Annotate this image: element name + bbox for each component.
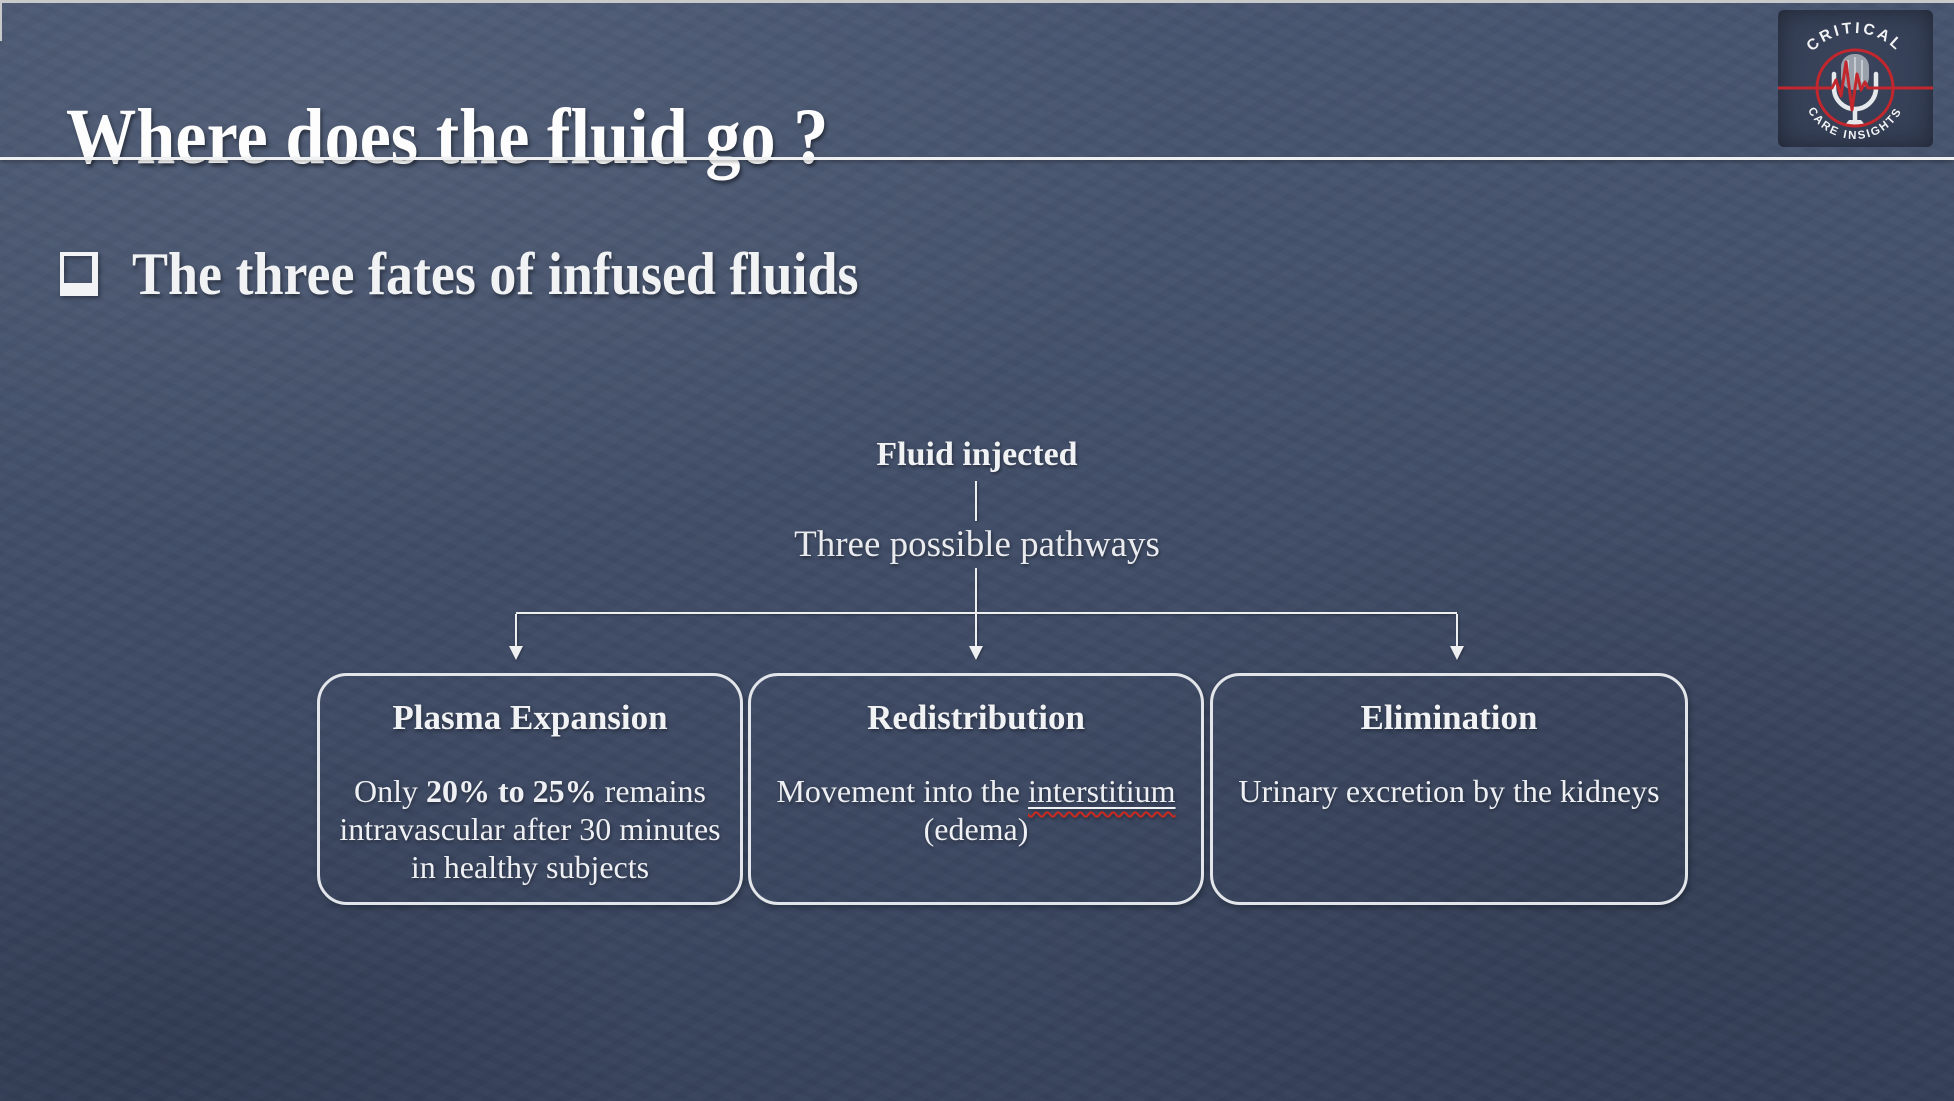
connector-horizontal <box>516 612 1457 614</box>
critical-care-insights-logo: CRITICAL CARE INSIGHTS <box>1778 10 1933 147</box>
fate-box-elimination: Elimination Urinary excretion by the kid… <box>1210 673 1688 905</box>
bullet-text: The three fates of infused fluids <box>132 241 859 307</box>
window-top-border <box>0 0 1954 3</box>
misspelled-word: interstitium <box>1028 773 1176 809</box>
box-body: Only 20% to 25% remains intravascular af… <box>339 772 720 886</box>
bullet-item: The three fates of infused fluids <box>60 244 939 304</box>
logo-graphic: CRITICAL CARE INSIGHTS <box>1778 20 1933 142</box>
arrow-down-icon-right <box>1450 646 1464 660</box>
connector-root-to-branch <box>975 481 977 521</box>
body-text: Movement into the <box>776 773 1028 809</box>
fate-box-redistribution: Redistribution Movement into the interst… <box>748 673 1204 905</box>
connector-stem-right <box>1456 614 1458 646</box>
body-line: intravascular after 30 minutes <box>339 811 721 847</box>
connector-stem-left <box>515 614 517 646</box>
box-body: Movement into the interstitium (edema) <box>776 772 1175 848</box>
flow-branch-label: Three possible pathways <box>794 524 1160 565</box>
body-line: Only 20% to 25% remains <box>339 772 720 810</box>
body-line: (edema) <box>923 811 1029 847</box>
header-divider <box>0 157 1954 160</box>
arrow-down-icon-left <box>509 646 523 660</box>
body-text-bold: 20% to 25% <box>426 773 597 809</box>
body-line: in healthy subjects <box>410 849 650 885</box>
box-body: Urinary excretion by the kidneys <box>1238 772 1659 810</box>
ecg-heartbeat-icon <box>1778 60 1933 112</box>
box-heading: Redistribution <box>867 698 1085 737</box>
body-text: Only <box>354 773 427 809</box>
body-line: Movement into the interstitium <box>776 772 1175 810</box>
box-heading: Elimination <box>1360 698 1538 737</box>
flow-root-label: Fluid injected <box>876 436 1078 473</box>
arrow-down-icon-center <box>969 646 983 660</box>
window-left-border <box>0 3 2 41</box>
underlined-word: interstitium <box>1027 773 1176 809</box>
box-heading: Plasma Expansion <box>392 698 668 737</box>
body-line: Urinary excretion by the kidneys <box>1238 773 1660 809</box>
square-bullet-icon <box>60 252 98 296</box>
connector-stem-center <box>975 614 977 646</box>
connector-branch-to-split <box>975 568 977 612</box>
body-text: remains <box>596 773 706 809</box>
fate-box-plasma-expansion: Plasma Expansion Only 20% to 25% remains… <box>317 673 743 905</box>
page-title: Where does the fluid go ? <box>66 93 829 181</box>
